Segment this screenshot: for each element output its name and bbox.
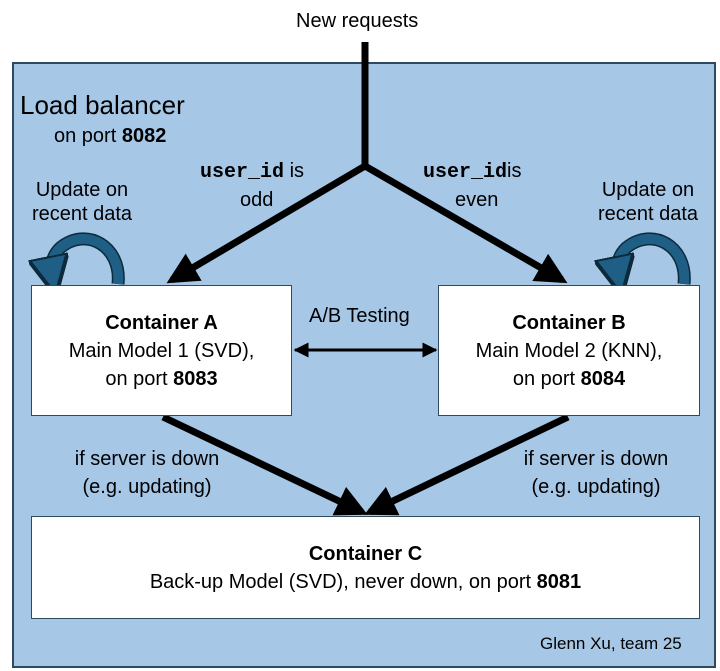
fallback-right-label: if server is down (e.g. updating) (501, 447, 691, 499)
container-b-port-prefix: on port (512, 367, 581, 390)
container-a-port: on port 8083 (105, 365, 217, 393)
fallback-right-line1: if server is down (523, 448, 669, 470)
fallback-b-arrow (364, 413, 570, 516)
fallback-left-line1: if server is down (74, 448, 220, 470)
container-b-port: on port 8084 (513, 365, 625, 393)
container-c-title: Container C (308, 542, 423, 565)
route-a-code: user_id (200, 161, 285, 184)
update-left-label: Update on recent data (26, 178, 138, 226)
container-a-model: Main Model 1 (SVD), (68, 339, 255, 362)
container-a: Container A Main Model 1 (SVD), on port … (31, 285, 292, 416)
load-balancer-port: on port 8082 (54, 124, 166, 148)
fallback-left-line2: (e.g. updating) (82, 476, 212, 498)
load-balancer-port-number: 8082 (121, 125, 167, 147)
route-to-a-arrow (166, 162, 367, 284)
route-b-code: user_id (423, 161, 508, 184)
update-right-line1: Update on (601, 179, 695, 201)
container-b-port-number: 8084 (580, 367, 626, 390)
container-b: Container B Main Model 2 (KNN), on port … (438, 285, 700, 416)
container-c-details: Back-up Model (SVD), never down, on port… (150, 568, 581, 596)
route-b-is: is (507, 160, 522, 182)
route-to-b-arrow (363, 162, 568, 284)
container-b-title: Container B (512, 311, 626, 334)
author-credit: Glenn Xu, team 25 (540, 634, 682, 653)
fallback-left-label: if server is down (e.g. updating) (52, 447, 242, 499)
container-a-port-prefix: on port (105, 367, 174, 390)
ab-testing-label: A/B Testing (309, 305, 410, 327)
fallback-a-arrow (161, 413, 368, 516)
container-c-model: Back-up Model (SVD), never down, on port (149, 570, 537, 593)
load-balancer-title: Load balancer (20, 90, 185, 120)
load-balancer-port-prefix: on port (54, 125, 122, 147)
route-a-parity: odd (240, 189, 274, 211)
container-a-title: Container A (105, 311, 218, 334)
route-a-condition: user_id is (200, 159, 304, 185)
update-left-line2: recent data (31, 203, 133, 225)
update-right-label: Update on recent data (590, 178, 706, 226)
container-b-model: Main Model 2 (KNN), (475, 339, 663, 362)
update-right-line2: recent data (597, 203, 699, 225)
container-c: Container C Back-up Model (SVD), never d… (31, 516, 700, 619)
route-a-is: is (284, 160, 305, 182)
container-a-port-number: 8083 (173, 367, 218, 390)
new-requests-label: New requests (296, 10, 419, 32)
route-b-condition: user_idis (423, 159, 521, 185)
update-left-line1: Update on (35, 179, 129, 201)
container-c-port-number: 8081 (536, 570, 582, 593)
fallback-right-line2: (e.g. updating) (531, 476, 661, 498)
route-b-parity: even (455, 189, 499, 211)
